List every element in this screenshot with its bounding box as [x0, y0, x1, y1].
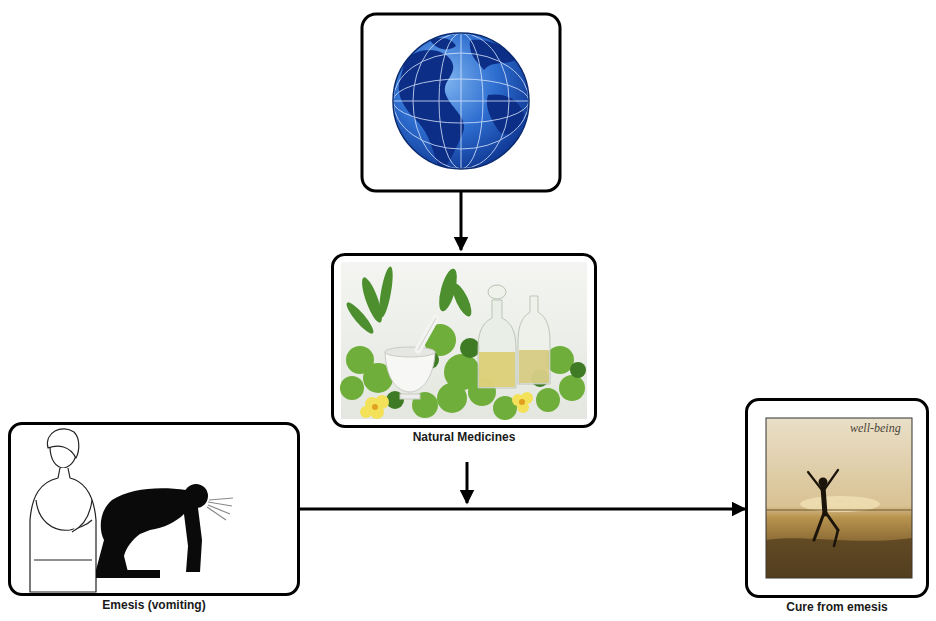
- globe-panel: [393, 33, 529, 169]
- cure-panel: Cure from emesis: [745, 398, 929, 598]
- herb-picture: [488, 285, 506, 299]
- kneeling-figure: [96, 488, 202, 572]
- globe-panel: [393, 33, 529, 169]
- herb-picture: [377, 266, 396, 319]
- herb-picture: [559, 375, 585, 401]
- emesis-picture: [30, 429, 233, 592]
- box-heading: Cure from emesis: [786, 600, 887, 614]
- herb-picture: [437, 383, 467, 413]
- jumping-figure: [826, 513, 838, 530]
- herb-picture: [519, 350, 549, 383]
- globe-continents: [430, 38, 456, 49]
- emesis-picture: [30, 468, 96, 592]
- herb-picture: [385, 347, 435, 357]
- herb-panel: Natural Medicines: [331, 253, 597, 428]
- herb-picture: [360, 392, 533, 419]
- jumping-figure: [808, 472, 822, 490]
- herb-picture: [370, 405, 384, 419]
- vomit-spray: [207, 507, 226, 520]
- vomit-spray: [209, 498, 233, 500]
- vomit-spray: [208, 502, 232, 506]
- jumping-figure: [808, 470, 838, 546]
- herb-picture: [340, 262, 587, 420]
- jumping-figure: [834, 530, 838, 546]
- flow-arrow: [466, 462, 469, 503]
- emesis-picture: [34, 559, 92, 560]
- globe-panel: [362, 14, 560, 191]
- herb-picture: [340, 376, 364, 400]
- beach-photo: [766, 510, 912, 511]
- kneeling-figure: [96, 570, 160, 578]
- herb-picture: [341, 262, 587, 419]
- jumping-figure: [824, 470, 838, 490]
- globe-grid: [413, 33, 509, 169]
- herb-picture: [518, 296, 550, 384]
- herb-picture: [372, 404, 378, 410]
- herb-picture: [570, 362, 586, 378]
- box-heading: Natural Medicines: [413, 430, 516, 444]
- globe-panel: [362, 14, 560, 191]
- kneeling-figure: [96, 484, 208, 578]
- herb-picture: [519, 399, 525, 405]
- emesis-picture: [47, 429, 78, 458]
- herb-picture: [449, 281, 475, 319]
- beach-photo: [766, 418, 912, 578]
- globe-grid: [393, 33, 529, 169]
- herb-picture: [385, 352, 435, 392]
- globe-grid: [439, 33, 483, 169]
- herb-picture: [343, 266, 475, 337]
- emesis-picture: [72, 500, 92, 532]
- vomit-spray: [207, 498, 233, 520]
- flow-arrow: [460, 192, 463, 250]
- herb-picture: [479, 352, 515, 387]
- herb-picture: [400, 394, 420, 399]
- herb-picture: [360, 406, 372, 418]
- globe-grid: [461, 33, 462, 169]
- herb-picture: [418, 318, 436, 350]
- herb-picture: [460, 338, 480, 358]
- emesis-picture: [30, 429, 96, 592]
- box-heading: Emesis (vomiting): [102, 598, 205, 612]
- herb-picture: [418, 318, 436, 350]
- beach-photo: [766, 538, 912, 578]
- photo-caption: well-being: [850, 421, 901, 435]
- emesis-panel: Emesis (vomiting): [8, 422, 300, 596]
- flow-arrow: [300, 508, 745, 511]
- globe-continents: [470, 40, 515, 70]
- herb-picture: [478, 300, 516, 388]
- herb-picture: [343, 299, 376, 336]
- jumping-figure: [814, 513, 824, 540]
- herb-picture: [536, 388, 560, 412]
- beach-photo: [766, 418, 912, 578]
- globe-continents: [399, 50, 464, 170]
